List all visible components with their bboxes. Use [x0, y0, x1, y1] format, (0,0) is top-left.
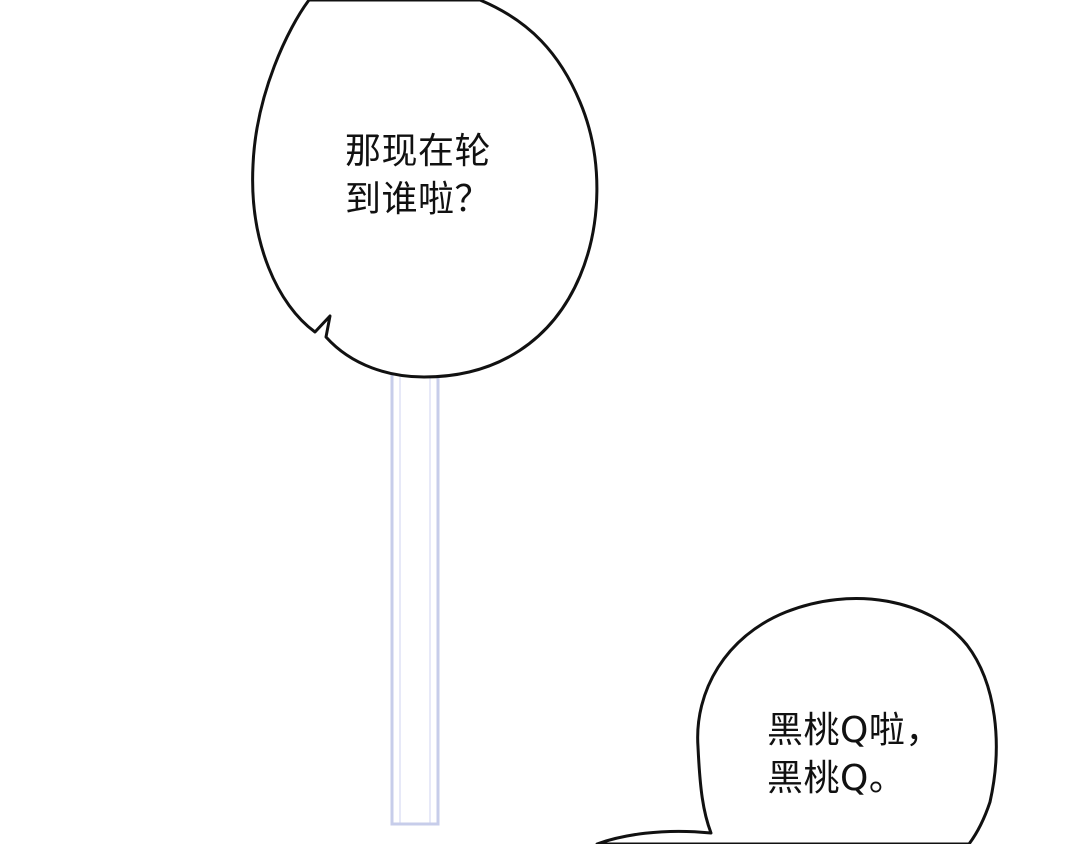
speech-bubble-2-text: 黑桃Q啦， 黑桃Q。 [767, 710, 942, 799]
speech-bubble-1-text: 那现在轮 到谁啦？ [345, 131, 492, 220]
speech-bubble-1 [251, 0, 599, 379]
speech-bubble-2 [595, 597, 998, 846]
